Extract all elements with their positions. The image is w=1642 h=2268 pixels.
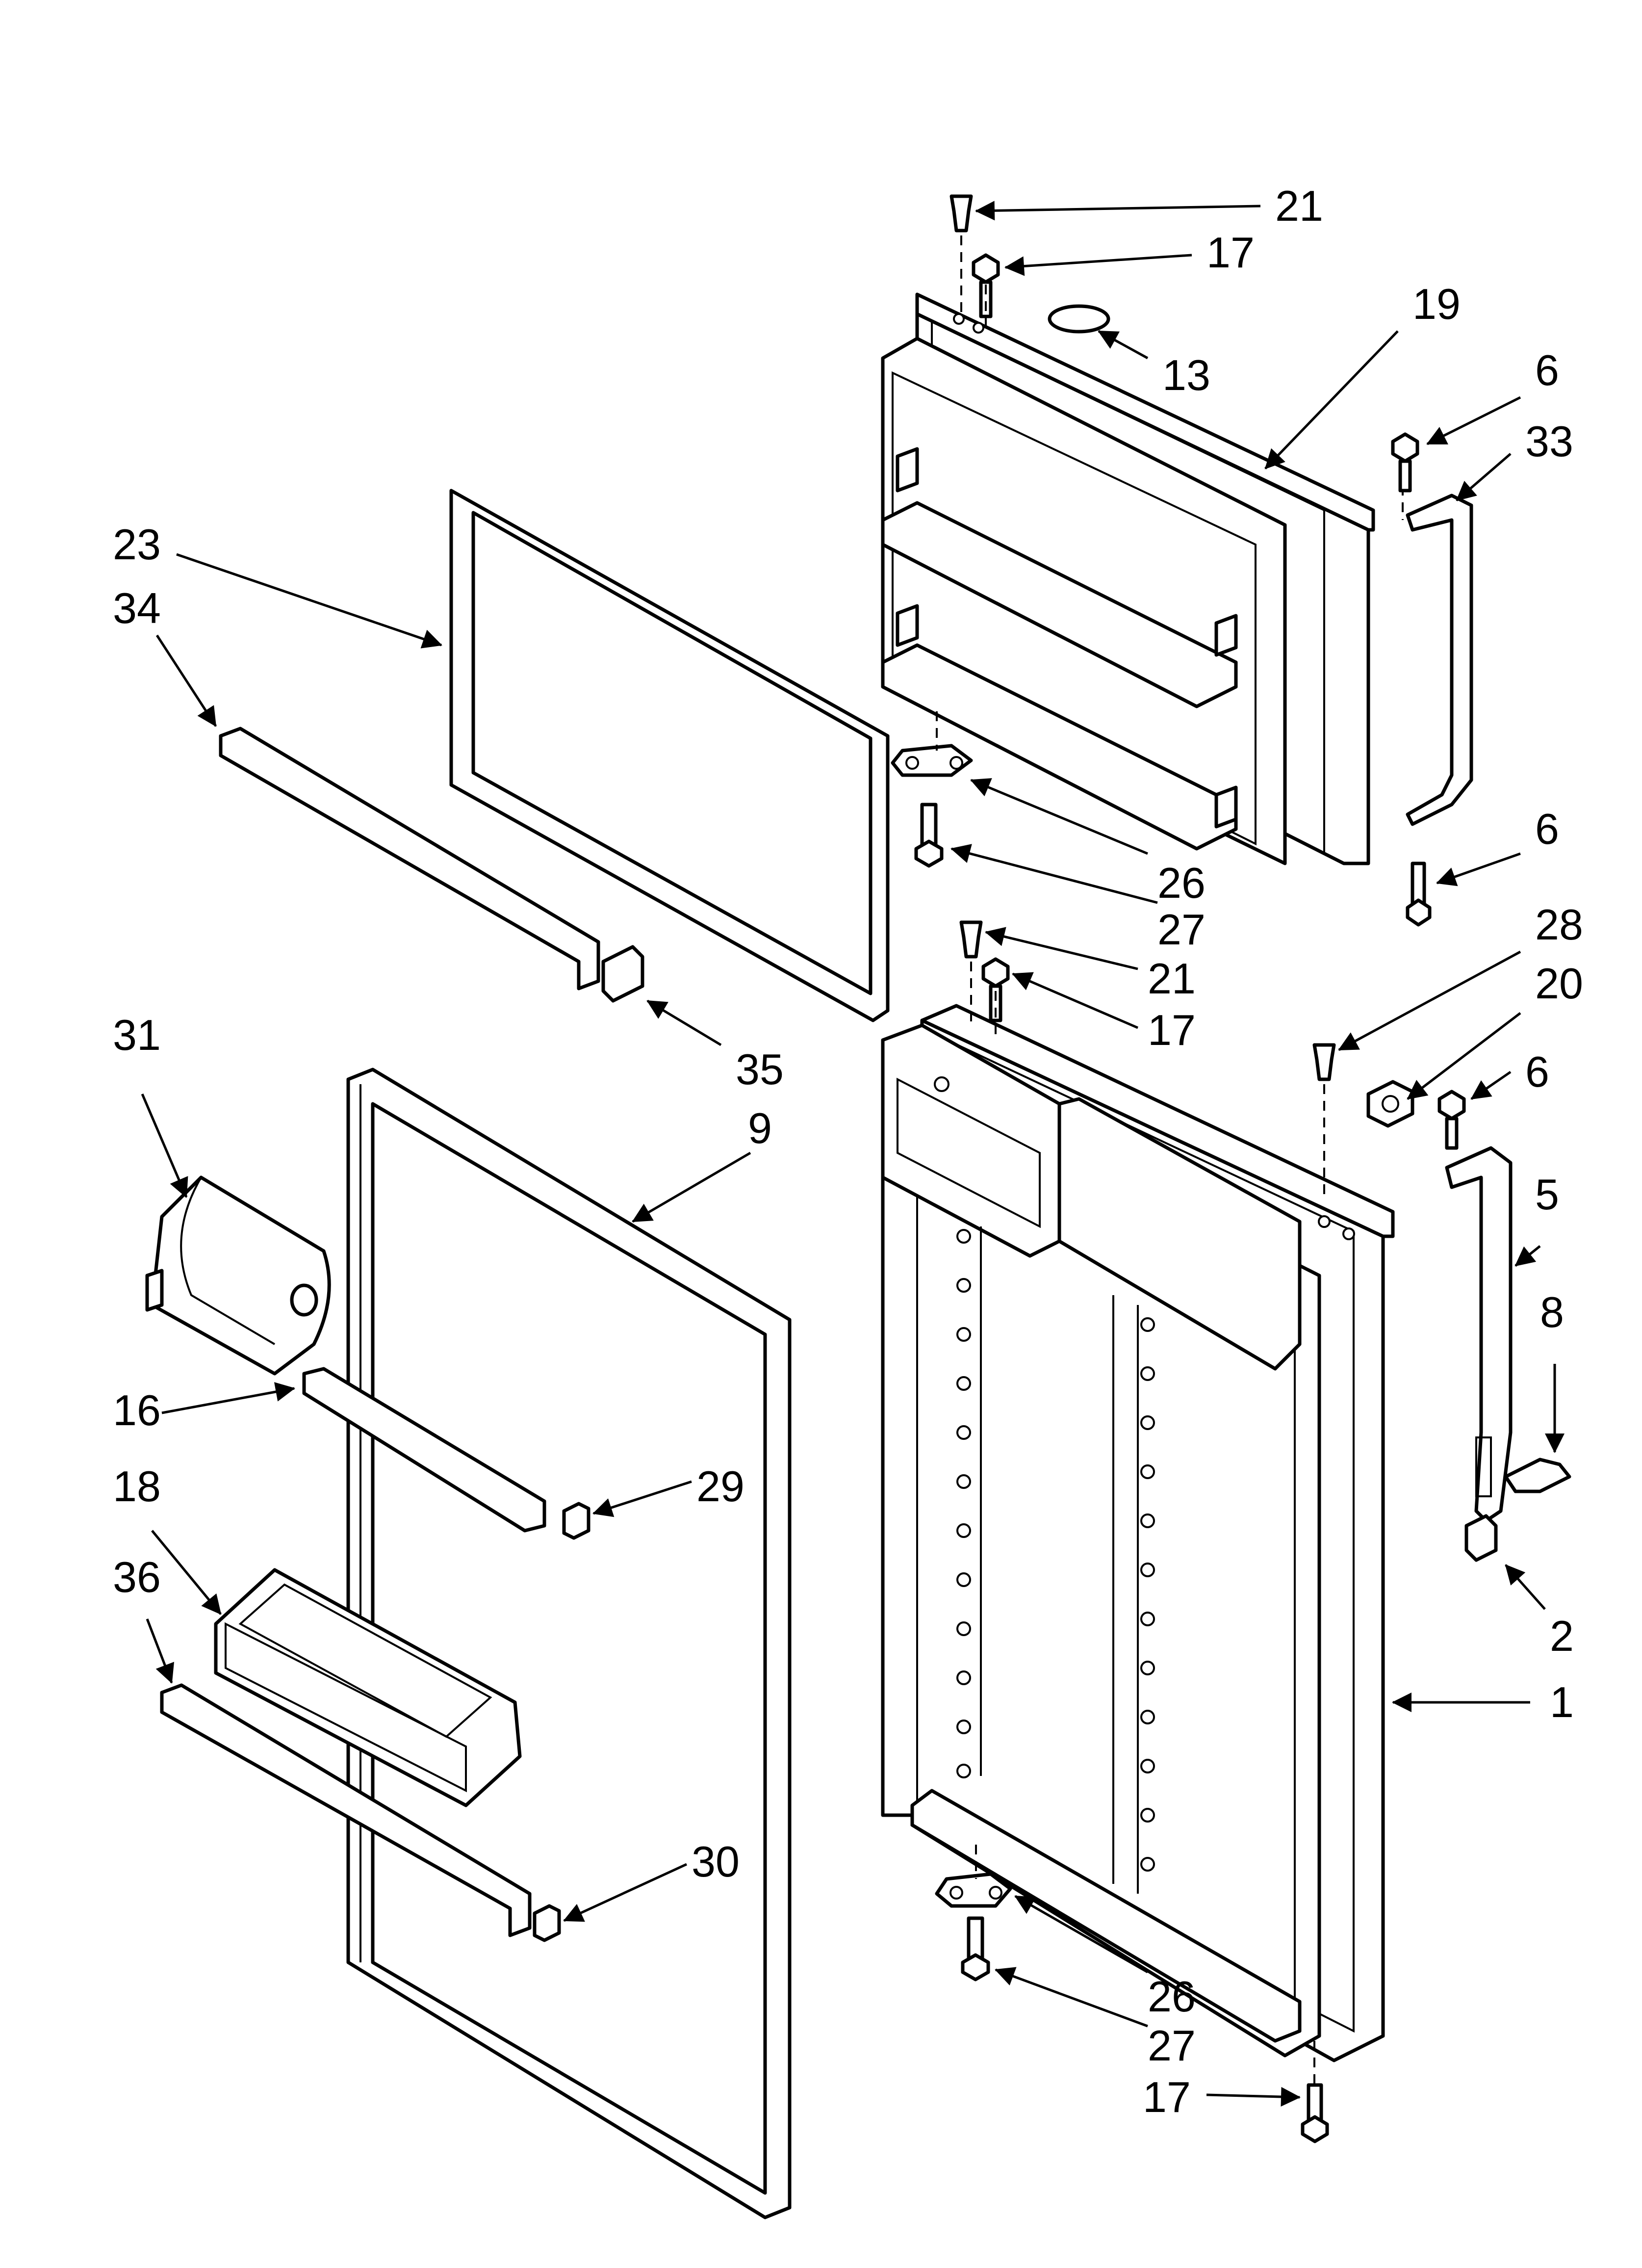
screw-27-bottom bbox=[961, 1916, 990, 1981]
callout-1: 1 bbox=[1550, 1678, 1574, 1726]
callout-2: 2 bbox=[1550, 1612, 1574, 1660]
screw-17-bottom bbox=[1301, 2041, 1329, 2143]
callout-36: 36 bbox=[113, 1553, 161, 1601]
callout-17-bottom: 17 bbox=[1143, 2073, 1191, 2121]
dairy-cover-31 bbox=[145, 1175, 331, 1376]
callout-26-top: 26 bbox=[1157, 859, 1206, 907]
callout-17-mid: 17 bbox=[1148, 1006, 1196, 1054]
fresh-gasket bbox=[346, 1068, 792, 2219]
callout-19: 19 bbox=[1412, 280, 1461, 328]
hinge-26-top bbox=[891, 711, 973, 777]
clip-35 bbox=[601, 945, 644, 1003]
callout-23: 23 bbox=[113, 520, 161, 569]
callout-30: 30 bbox=[692, 1837, 740, 1886]
callout-28: 28 bbox=[1535, 900, 1583, 949]
callout-8: 8 bbox=[1540, 1288, 1564, 1336]
callout-34: 34 bbox=[113, 584, 161, 632]
callout-27-bottom: 27 bbox=[1148, 2021, 1196, 2070]
freezer-shelf-34 bbox=[219, 727, 600, 991]
callout-31: 31 bbox=[113, 1011, 161, 1059]
callout-6-a: 6 bbox=[1535, 346, 1559, 394]
freezer-gasket bbox=[449, 489, 890, 1022]
callout-21-mid: 21 bbox=[1148, 954, 1196, 1003]
shelf-16 bbox=[302, 1367, 546, 1533]
bushing-20 bbox=[1366, 1080, 1414, 1128]
callout-20: 20 bbox=[1535, 959, 1583, 1008]
leader-lines bbox=[141, 201, 1565, 2107]
screw-6-low bbox=[1437, 1090, 1466, 1150]
callout-27-top: 27 bbox=[1157, 905, 1206, 954]
callout-6-c: 6 bbox=[1525, 1047, 1549, 1096]
door-pegs bbox=[956, 1215, 1355, 1872]
callout-26-bottom: 26 bbox=[1148, 1972, 1196, 2021]
fresh-handle-5 bbox=[1445, 1146, 1513, 1523]
callout-29: 29 bbox=[696, 1462, 744, 1511]
clip-2 bbox=[1464, 1514, 1498, 1562]
callout-labels: 21 17 13 19 6 33 23 34 6 26 27 28 21 20 … bbox=[113, 182, 1583, 2121]
screw-6-mid bbox=[1406, 861, 1432, 927]
freezer-handle-33 bbox=[1402, 486, 1473, 826]
clip-30 bbox=[533, 1904, 561, 1942]
screw-17-top bbox=[972, 253, 1000, 326]
callout-6-b: 6 bbox=[1535, 805, 1559, 853]
callout-13: 13 bbox=[1162, 351, 1210, 399]
callout-9: 9 bbox=[748, 1104, 772, 1152]
shelf-36 bbox=[160, 1683, 532, 1937]
door-bin-18 bbox=[214, 1568, 522, 1807]
screw-17-mid bbox=[981, 957, 1010, 1035]
screw-6-top bbox=[1391, 432, 1419, 493]
callout-16: 16 bbox=[113, 1386, 161, 1434]
callout-33: 33 bbox=[1525, 417, 1573, 466]
screw-21-mid bbox=[959, 920, 983, 1025]
callout-21-top: 21 bbox=[1275, 182, 1323, 230]
screw-21-top bbox=[949, 194, 973, 314]
screw-8 bbox=[1504, 1458, 1571, 1493]
callout-35: 35 bbox=[736, 1045, 784, 1094]
freezer-door bbox=[881, 292, 1375, 865]
hinge-26-bottom bbox=[935, 1845, 1012, 1908]
callout-18: 18 bbox=[113, 1462, 161, 1511]
callout-17-top: 17 bbox=[1206, 228, 1255, 277]
plug-13 bbox=[1048, 304, 1110, 334]
plug-28 bbox=[1312, 1043, 1336, 1197]
screw-27-top bbox=[914, 803, 944, 868]
clip-29 bbox=[562, 1502, 590, 1540]
callout-5: 5 bbox=[1535, 1170, 1559, 1219]
fresh-food-door bbox=[881, 1004, 1395, 2062]
